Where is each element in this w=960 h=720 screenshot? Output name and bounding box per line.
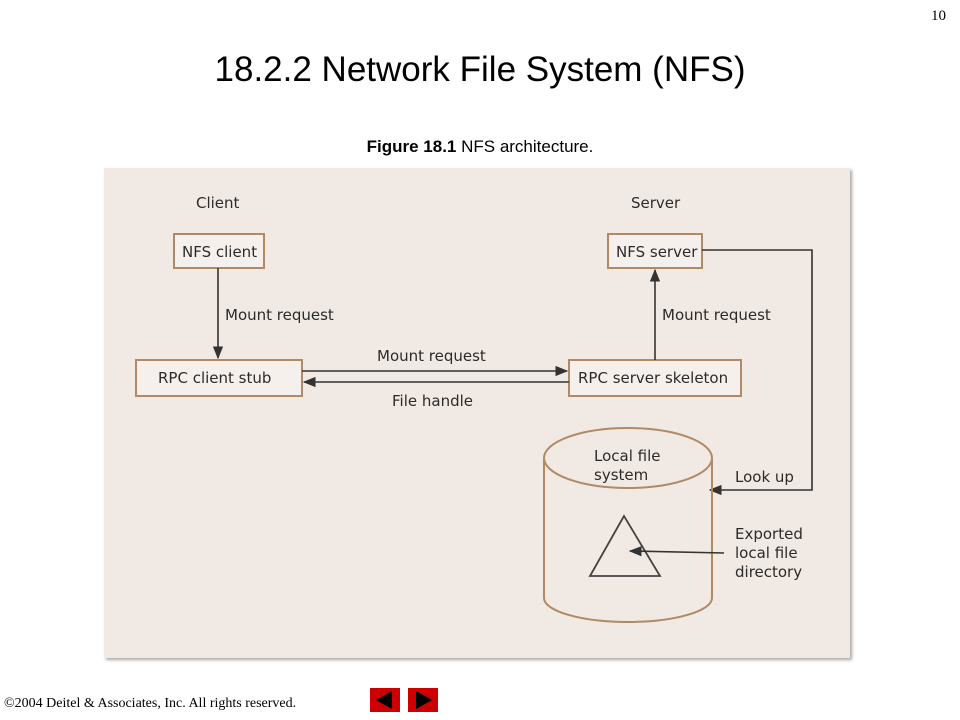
figure-caption: Figure 18.1 NFS architecture. xyxy=(0,137,960,157)
mount-request-center-label: Mount request xyxy=(377,347,486,365)
client-header: Client xyxy=(196,194,240,212)
exported-label-line1: Exported xyxy=(735,525,803,543)
slide-title: 18.2.2 Network File System (NFS) xyxy=(214,50,746,89)
exported-directory-triangle-icon xyxy=(588,514,662,577)
exported-label-line2: local file xyxy=(735,544,798,562)
mount-request-right-label: Mount request xyxy=(662,306,771,324)
rpc-server-skeleton-box xyxy=(568,359,742,397)
file-handle-label: File handle xyxy=(392,392,473,410)
nfs-architecture-diagram: Client Server NFS client NFS server RPC … xyxy=(104,168,850,658)
next-slide-button[interactable] xyxy=(408,688,438,712)
local-file-system-label-line2: system xyxy=(594,466,648,484)
rpc-server-skeleton-label: RPC server skeleton xyxy=(578,369,728,387)
nfs-client-box xyxy=(173,233,265,269)
server-header: Server xyxy=(631,194,681,212)
local-file-system-label-line1: Local file xyxy=(594,447,661,465)
next-arrow-icon xyxy=(416,691,432,709)
exported-directory-arrow xyxy=(628,546,725,557)
look-up-arrow xyxy=(702,249,813,496)
look-up-label: Look up xyxy=(735,468,794,486)
diagram-canvas: Client Server NFS client NFS server RPC … xyxy=(135,194,813,623)
local-file-system-cylinder xyxy=(543,427,713,623)
page-number: 10 xyxy=(931,8,946,24)
rpc-client-stub-label: RPC client stub xyxy=(158,369,271,387)
previous-slide-button[interactable] xyxy=(370,688,400,712)
figure-caption-text: NFS architecture. xyxy=(456,137,594,156)
copyright-footer: © 2004 Deitel & Associates, Inc. All rig… xyxy=(4,696,296,712)
nfs-server-label: NFS server xyxy=(616,243,698,261)
figure-label: Figure 18.1 xyxy=(366,137,457,156)
nfs-client-label: NFS client xyxy=(182,243,257,261)
rpc-client-stub-box xyxy=(135,359,303,397)
nfs-server-box xyxy=(607,233,703,269)
previous-arrow-icon xyxy=(376,691,392,709)
exported-label-line3: directory xyxy=(735,563,802,581)
mount-request-left-label: Mount request xyxy=(225,306,334,324)
copyright-symbol: © xyxy=(4,696,15,711)
copyright-text: 2004 Deitel & Associates, Inc. All right… xyxy=(14,696,297,711)
